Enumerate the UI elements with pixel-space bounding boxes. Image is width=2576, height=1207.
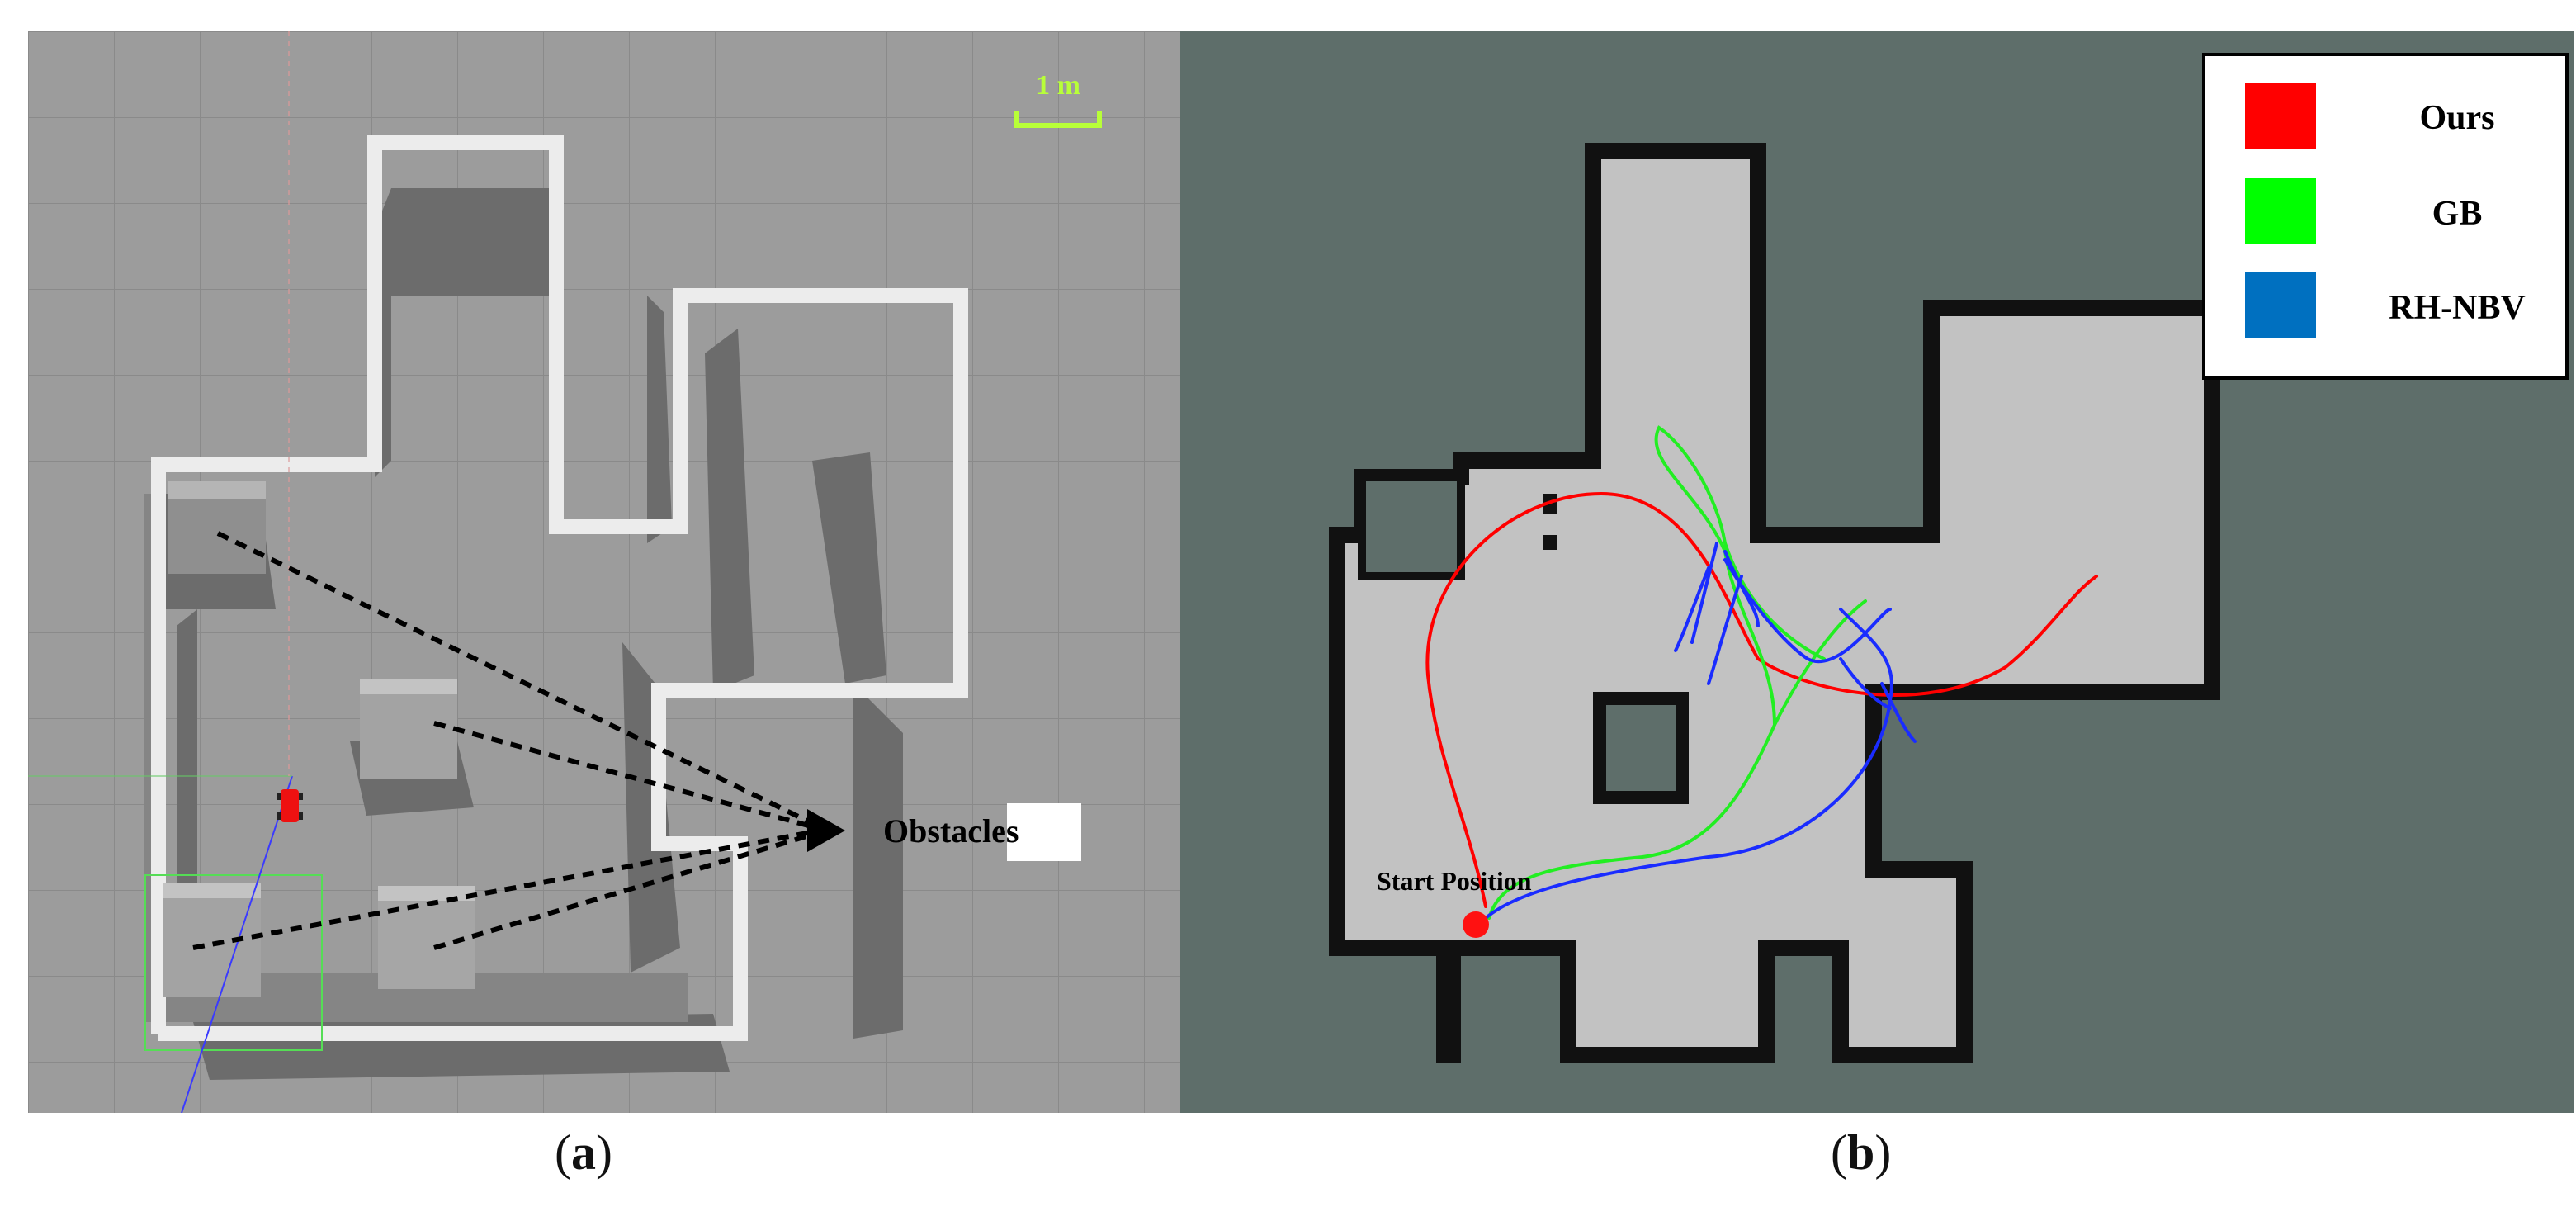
caption-b-close: ) — [1874, 1125, 1892, 1180]
inner-obstacle — [1593, 692, 1689, 804]
gazebo-scene-drawing: 1 m Obstacles — [28, 31, 1208, 1113]
obstacles-label: Obstacles — [883, 812, 1019, 850]
scale-bar-label: 1 m — [1036, 70, 1080, 101]
legend-swatch-ours — [2245, 83, 2316, 149]
caption-a-close: ) — [595, 1125, 612, 1180]
exploration-paths — [1425, 425, 2098, 920]
caption-a: (a) — [555, 1124, 612, 1181]
gazebo-scene-panel: 1 m Obstacles — [28, 31, 1208, 1113]
sensor-ray — [181, 775, 293, 1113]
path-rhnbv — [1484, 542, 1917, 920]
room-walls — [151, 135, 968, 1041]
wall-ticks — [1543, 271, 2220, 634]
map-notch — [1358, 473, 1465, 580]
legend-swatch-gb — [2245, 178, 2316, 244]
caption-b-letter: b — [1846, 1125, 1875, 1180]
legend: Ours GB RH-NBV — [2202, 53, 2569, 380]
caption-a-letter: a — [570, 1125, 596, 1180]
path-ours — [1425, 491, 2098, 908]
label-background — [1007, 803, 1081, 861]
legend-label-ours: Ours — [2419, 99, 2494, 137]
legend-label-gb: GB — [2432, 195, 2483, 233]
legend-swatch-rhnbv — [2245, 272, 2316, 338]
scale-bar — [1014, 111, 1102, 128]
robot-icon — [277, 789, 303, 822]
caption-b: (b) — [1831, 1124, 1891, 1181]
legend-label-rhnbv: RH-NBV — [2389, 289, 2526, 327]
exploration-map-panel: Start Position Ours GB RH-NBV — [1180, 31, 2574, 1113]
robot-bounding-box — [144, 874, 323, 1051]
caption-b-open: ( — [1831, 1125, 1847, 1180]
start-position-marker — [1463, 911, 1489, 938]
start-position-label: Start Position — [1377, 866, 1532, 896]
obstacle-pointer-lines — [192, 531, 822, 950]
arrow-head-icon — [807, 809, 845, 852]
exploration-map-drawing: Start Position Ours GB RH-NBV — [1180, 31, 2574, 1113]
caption-a-open: ( — [555, 1125, 571, 1180]
